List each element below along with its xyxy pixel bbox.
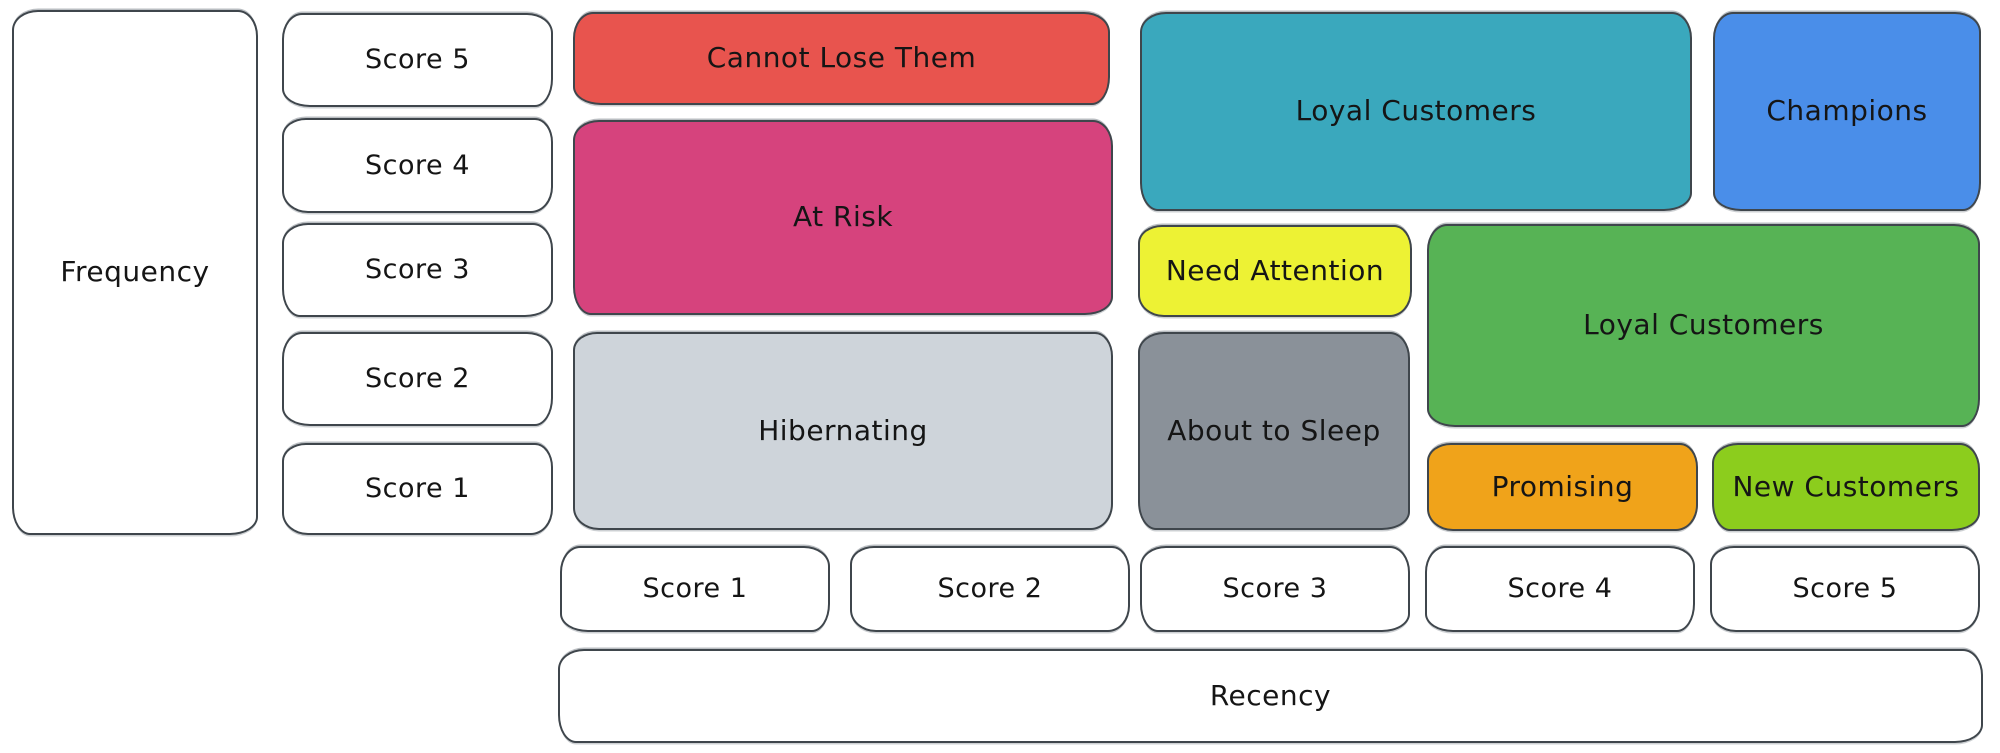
segment-hibernating-label: Hibernating <box>758 413 928 447</box>
segment-champions-label: Champions <box>1766 94 1928 128</box>
segment-about-to-sleep: About to Sleep <box>1138 332 1410 530</box>
segment-at-risk-label: At Risk <box>792 200 894 234</box>
frequency-score-3: Score 3 <box>282 223 553 317</box>
frequency-score-3-text: Score 3 <box>365 254 470 286</box>
frequency-axis-text: Frequency <box>60 255 210 289</box>
segment-need-attention: Need Attention <box>1138 225 1412 317</box>
segment-loyal-customers-top-label: Loyal Customers <box>1295 94 1537 128</box>
frequency-score-1: Score 1 <box>282 443 553 535</box>
segment-loyal-customers-right: Loyal Customers <box>1427 224 1980 427</box>
recency-score-5: Score 5 <box>1710 546 1980 632</box>
recency-score-2-text: Score 2 <box>937 573 1043 605</box>
frequency-score-1-text: Score 1 <box>365 473 470 505</box>
frequency-score-2: Score 2 <box>282 332 553 426</box>
recency-score-1: Score 1 <box>560 546 830 632</box>
recency-score-1-text: Score 1 <box>642 573 748 605</box>
frequency-score-4: Score 4 <box>282 118 553 213</box>
frequency-axis-label: Frequency <box>12 10 258 535</box>
frequency-score-5-text: Score 5 <box>365 44 470 76</box>
recency-score-3-text: Score 3 <box>1222 573 1328 605</box>
frequency-score-4-text: Score 4 <box>365 149 470 181</box>
segment-champions: Champions <box>1713 12 1981 211</box>
segment-cannot-lose-them: Cannot Lose Them <box>573 12 1110 105</box>
recency-axis-text: Recency <box>1209 678 1332 712</box>
segment-promising: Promising <box>1427 443 1698 531</box>
recency-score-5-text: Score 5 <box>1792 573 1898 605</box>
segment-at-risk: At Risk <box>573 120 1113 315</box>
segment-loyal-customers-right-label: Loyal Customers <box>1583 308 1824 342</box>
frequency-score-2-text: Score 2 <box>365 363 470 395</box>
segment-need-attention-label: Need Attention <box>1165 253 1385 287</box>
segment-loyal-customers-top: Loyal Customers <box>1140 12 1692 211</box>
frequency-score-5: Score 5 <box>282 13 553 107</box>
segment-new-customers: New Customers <box>1712 443 1980 531</box>
segment-hibernating: Hibernating <box>573 332 1113 530</box>
recency-score-3: Score 3 <box>1140 546 1410 632</box>
recency-axis-label: Recency <box>558 649 1983 743</box>
segment-promising-label: Promising <box>1491 469 1634 503</box>
recency-score-4-text: Score 4 <box>1507 573 1613 605</box>
segment-about-to-sleep-label: About to Sleep <box>1167 413 1381 447</box>
recency-score-4: Score 4 <box>1425 546 1695 632</box>
segment-cannot-lose-them-label: Cannot Lose Them <box>706 41 977 75</box>
recency-score-2: Score 2 <box>850 546 1130 632</box>
segment-new-customers-label: New Customers <box>1732 469 1960 503</box>
